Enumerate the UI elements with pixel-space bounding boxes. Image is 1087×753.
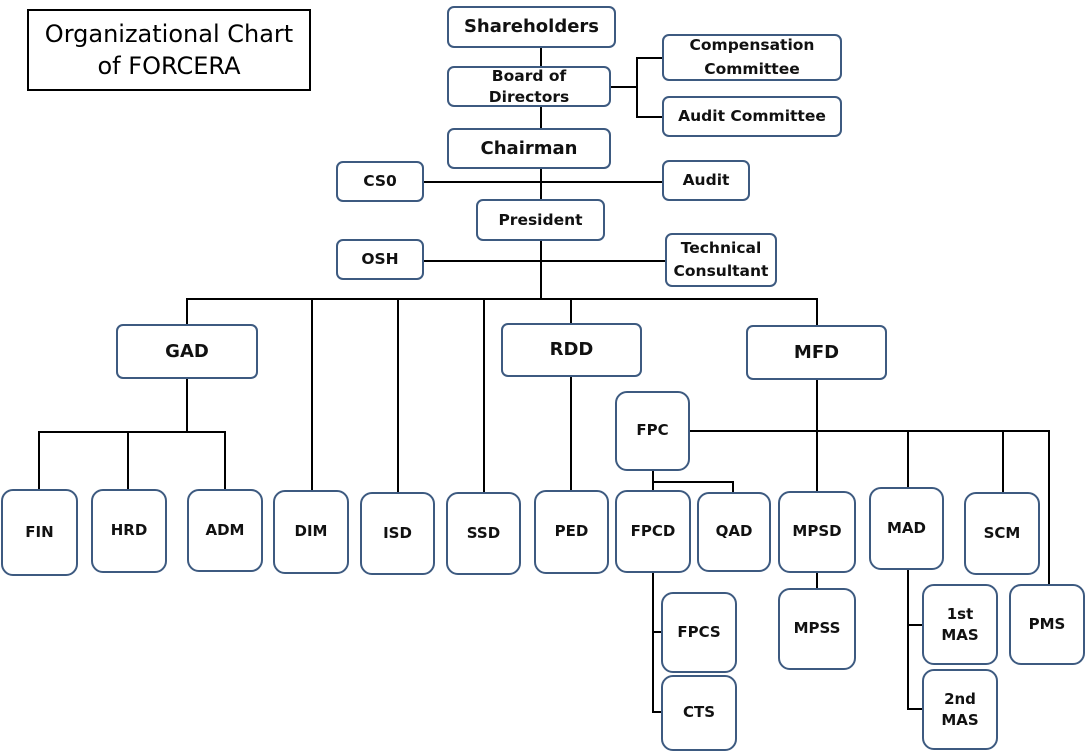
node-adm: ADM: [187, 489, 263, 572]
connector: [540, 106, 542, 130]
node-1st-mas-line-1: 1st: [946, 604, 974, 623]
node-scm: SCM: [964, 492, 1040, 575]
connector: [611, 86, 637, 88]
node-president: President: [476, 199, 605, 241]
node-pms: PMS: [1009, 584, 1085, 665]
node-dim: DIM: [273, 490, 349, 574]
connector: [540, 46, 542, 68]
connector: [732, 481, 734, 494]
node-technical-line-1: Technical: [680, 238, 762, 257]
node-fpcs: FPCS: [661, 592, 737, 673]
node-fpc: FPC: [615, 391, 690, 471]
node-ped: PED: [534, 490, 609, 574]
connector: [816, 378, 818, 493]
connector: [652, 631, 663, 633]
node-compensation-line-1: Compensation: [689, 36, 815, 55]
node-mpsd: MPSD: [778, 491, 856, 573]
connector: [186, 298, 188, 325]
connector: [907, 624, 924, 626]
connector: [1048, 430, 1050, 587]
node-mpss: MPSS: [778, 588, 856, 670]
connector: [907, 430, 909, 490]
connector: [816, 298, 818, 327]
node-mfd: MFD: [746, 325, 887, 380]
node-compensation-line-2: Committee: [704, 59, 800, 78]
connector: [907, 568, 909, 710]
connector: [1002, 430, 1004, 494]
connector: [38, 431, 40, 491]
node-ssd: SSD: [446, 492, 521, 575]
connector: [540, 240, 542, 298]
connector: [423, 181, 664, 183]
connector: [224, 431, 226, 491]
node-technical-consultant: Technical Consultant: [665, 233, 777, 287]
node-1st-mas-line-2: MAS: [941, 625, 979, 644]
node-hrd: HRD: [91, 489, 167, 573]
connector: [816, 571, 818, 591]
connector: [127, 431, 129, 491]
connector: [689, 430, 1050, 432]
node-shareholders: Shareholders: [447, 6, 616, 48]
connector: [540, 168, 542, 200]
node-cso: CS0: [336, 161, 424, 202]
connector: [570, 376, 572, 492]
connector: [570, 298, 572, 325]
node-technical-line-2: Consultant: [673, 262, 769, 280]
node-audit: Audit: [662, 160, 750, 201]
node-2nd-mas-line-2: MAS: [941, 710, 979, 729]
connector: [636, 57, 664, 59]
connector: [422, 260, 667, 262]
node-1st-mas: 1st MAS: [922, 584, 998, 665]
node-chairman: Chairman: [447, 128, 611, 169]
node-rdd: RDD: [501, 323, 642, 377]
connector: [186, 378, 188, 432]
node-osh: OSH: [336, 239, 424, 280]
node-audit-committee: Audit Committee: [662, 96, 842, 137]
node-qad: QAD: [697, 492, 771, 572]
connector: [652, 571, 654, 713]
node-board-of-directors: Board of Directors: [447, 66, 611, 107]
node-2nd-mas-line-1: 2nd: [944, 689, 976, 708]
node-cts: CTS: [661, 675, 737, 751]
node-isd: ISD: [360, 492, 435, 575]
chart-title-line-2: of FORCERA: [97, 52, 241, 80]
connector: [483, 298, 485, 494]
node-mad: MAD: [869, 487, 944, 570]
node-fin: FIN: [1, 489, 78, 576]
connector: [38, 431, 226, 433]
connector: [636, 116, 664, 118]
connector: [186, 298, 817, 300]
connector: [397, 298, 399, 494]
connector: [652, 711, 663, 713]
connector: [311, 298, 313, 492]
chart-title-line-1: Organizational Chart: [44, 20, 294, 48]
connector: [652, 481, 734, 483]
node-compensation-committee: Compensation Committee: [662, 34, 842, 81]
node-fpcd: FPCD: [615, 490, 691, 573]
connector: [907, 708, 924, 710]
node-gad: GAD: [116, 324, 258, 379]
chart-title: Organizational Chart of FORCERA: [27, 9, 311, 91]
node-2nd-mas: 2nd MAS: [922, 669, 998, 750]
connector: [636, 57, 638, 117]
